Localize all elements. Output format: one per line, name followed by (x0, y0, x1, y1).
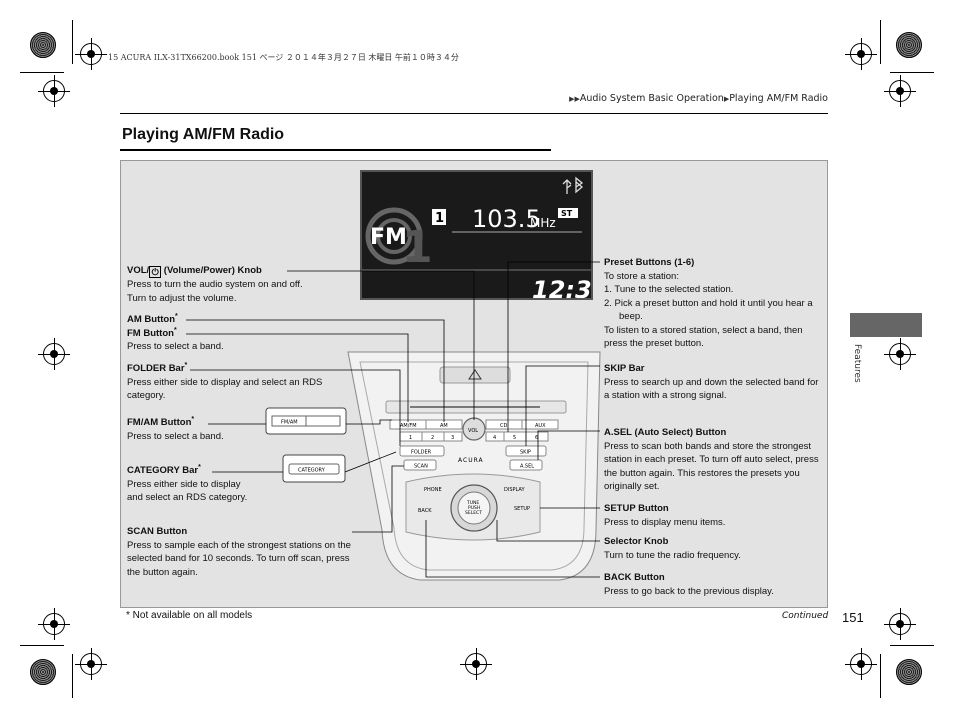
registration-mark (845, 648, 877, 680)
crop-mark (20, 72, 64, 73)
band-indicator: FM (370, 225, 407, 250)
preset-outro: To listen to a stored station, select a … (604, 324, 803, 350)
crop-mark (72, 654, 73, 698)
selector-title: Selector Knob (604, 536, 669, 547)
page-number: 151 (842, 610, 864, 625)
print-header: 15 ACURA ILX-31TX66200.book 151 ページ ２０１４… (108, 53, 459, 62)
usb-icon (562, 179, 572, 194)
setup-title: SETUP Button (604, 503, 669, 514)
registration-mark (38, 75, 70, 107)
crop-mark (880, 654, 881, 698)
preset-number: 1 (435, 211, 444, 226)
asterisk: * (191, 415, 195, 423)
folder-title: FOLDER Bar (127, 363, 185, 374)
registration-mark (75, 38, 107, 70)
preset-step: 1. Tune to the selected station. (604, 284, 734, 295)
footnote: * Not available on all models (126, 610, 253, 621)
title-rule (120, 149, 551, 151)
color-bar-rosette (30, 32, 56, 58)
label-asel-button: A.SEL (Auto Select) Button Press to scan… (604, 426, 822, 494)
label-vol-knob: VOL/⏻ (Volume/Power) Knob Press to turn … (127, 264, 347, 305)
vol-title-suffix: (Volume/Power) Knob (161, 265, 262, 276)
label-am-fm-buttons: AM Button* FM Button* Press to select a … (127, 313, 347, 354)
registration-mark (884, 338, 916, 370)
asel-title: A.SEL (Auto Select) Button (604, 427, 727, 438)
registration-mark (38, 608, 70, 640)
label-setup-button: SETUP Button Press to display menu items… (604, 502, 822, 529)
bluetooth-icon (575, 176, 584, 194)
color-bar-rosette (896, 659, 922, 685)
vol-title-prefix: VOL/ (127, 265, 150, 276)
breadcrumb-item[interactable]: Audio System Basic Operation (579, 93, 724, 104)
label-fm-am-button: FM/AM Button* Press to select a band. (127, 416, 267, 443)
power-icon: ⏻ (149, 266, 162, 278)
asel-line: Press to scan both bands and store the s… (604, 440, 819, 493)
skip-title: SKIP Bar (604, 363, 645, 374)
label-skip-bar: SKIP Bar Press to search up and down the… (604, 362, 822, 403)
preset-step: 2. Pick a preset button and hold it unti… (604, 297, 813, 323)
am-title: AM Button (127, 314, 176, 325)
label-back-button: BACK Button Press to go back to the prev… (604, 571, 822, 598)
label-selector-knob: Selector Knob Turn to tune the radio fre… (604, 535, 822, 562)
svg-text:1: 1 (402, 222, 433, 273)
registration-mark (884, 75, 916, 107)
label-folder-bar: FOLDER Bar* Press either side to display… (127, 362, 341, 403)
back-line: Press to go back to the previous display… (604, 585, 774, 597)
fmam-title: FM/AM Button (127, 417, 192, 428)
stereo-badge: ST (561, 209, 573, 218)
page-title: Playing AM/FM Radio (122, 126, 285, 143)
category-line: and select an RDS category. (127, 492, 248, 503)
scan-title: SCAN Button (127, 526, 188, 537)
fmam-line: Press to select a band. (127, 430, 224, 442)
vol-line: Press to turn the audio system on and of… (127, 279, 303, 290)
back-title: BACK Button (604, 572, 665, 583)
frequency-unit: MHz (530, 216, 556, 230)
crop-mark (890, 645, 934, 646)
continued-marker: Continued (782, 611, 829, 621)
setup-line: Press to display menu items. (604, 516, 726, 528)
preset-intro: To store a station: (604, 270, 679, 282)
color-bar-rosette (30, 659, 56, 685)
section-tab[interactable] (850, 313, 922, 337)
registration-mark (38, 338, 70, 370)
vol-line: Turn to adjust the volume. (127, 292, 237, 304)
audio-display: 1 FM 1 103.5 MHz ST 12:34 (360, 170, 593, 300)
asterisk: * (173, 326, 177, 334)
category-title: CATEGORY Bar (127, 465, 199, 476)
asterisk: * (175, 312, 178, 320)
category-line: Press either side to display (127, 478, 241, 490)
preset-title: Preset Buttons (1-6) (604, 257, 695, 268)
fm-line: Press to select a band. (127, 341, 224, 352)
clock-readout: 12:34 (532, 276, 593, 300)
crop-mark (20, 645, 64, 646)
label-category-bar: CATEGORY Bar* Press either side to displ… (127, 464, 287, 505)
label-preset-buttons: Preset Buttons (1-6) To store a station:… (604, 256, 822, 351)
registration-mark (845, 38, 877, 70)
breadcrumb: ▶▶Audio System Basic Operation▶Playing A… (569, 93, 828, 104)
registration-mark (75, 648, 107, 680)
skip-line: Press to search up and down the selected… (604, 376, 819, 402)
fm-title: FM Button (127, 327, 174, 339)
folder-line: Press either side to display and select … (127, 376, 323, 402)
section-tab-label: Features (852, 344, 862, 383)
label-scan-button: SCAN Button Press to sample each of the … (127, 525, 355, 579)
crop-mark (890, 72, 934, 73)
registration-mark (884, 608, 916, 640)
asterisk: * (184, 361, 188, 369)
asterisk: * (198, 463, 201, 471)
frequency-readout: 103.5 (472, 205, 541, 233)
breadcrumb-item[interactable]: Playing AM/FM Radio (729, 93, 828, 104)
crop-mark (880, 20, 881, 64)
registration-mark (460, 648, 492, 680)
header-rule (120, 113, 828, 114)
color-bar-rosette (896, 32, 922, 58)
selector-line: Turn to tune the radio frequency. (604, 549, 741, 561)
scan-line: Press to sample each of the strongest st… (127, 539, 351, 578)
crop-mark (72, 20, 73, 64)
